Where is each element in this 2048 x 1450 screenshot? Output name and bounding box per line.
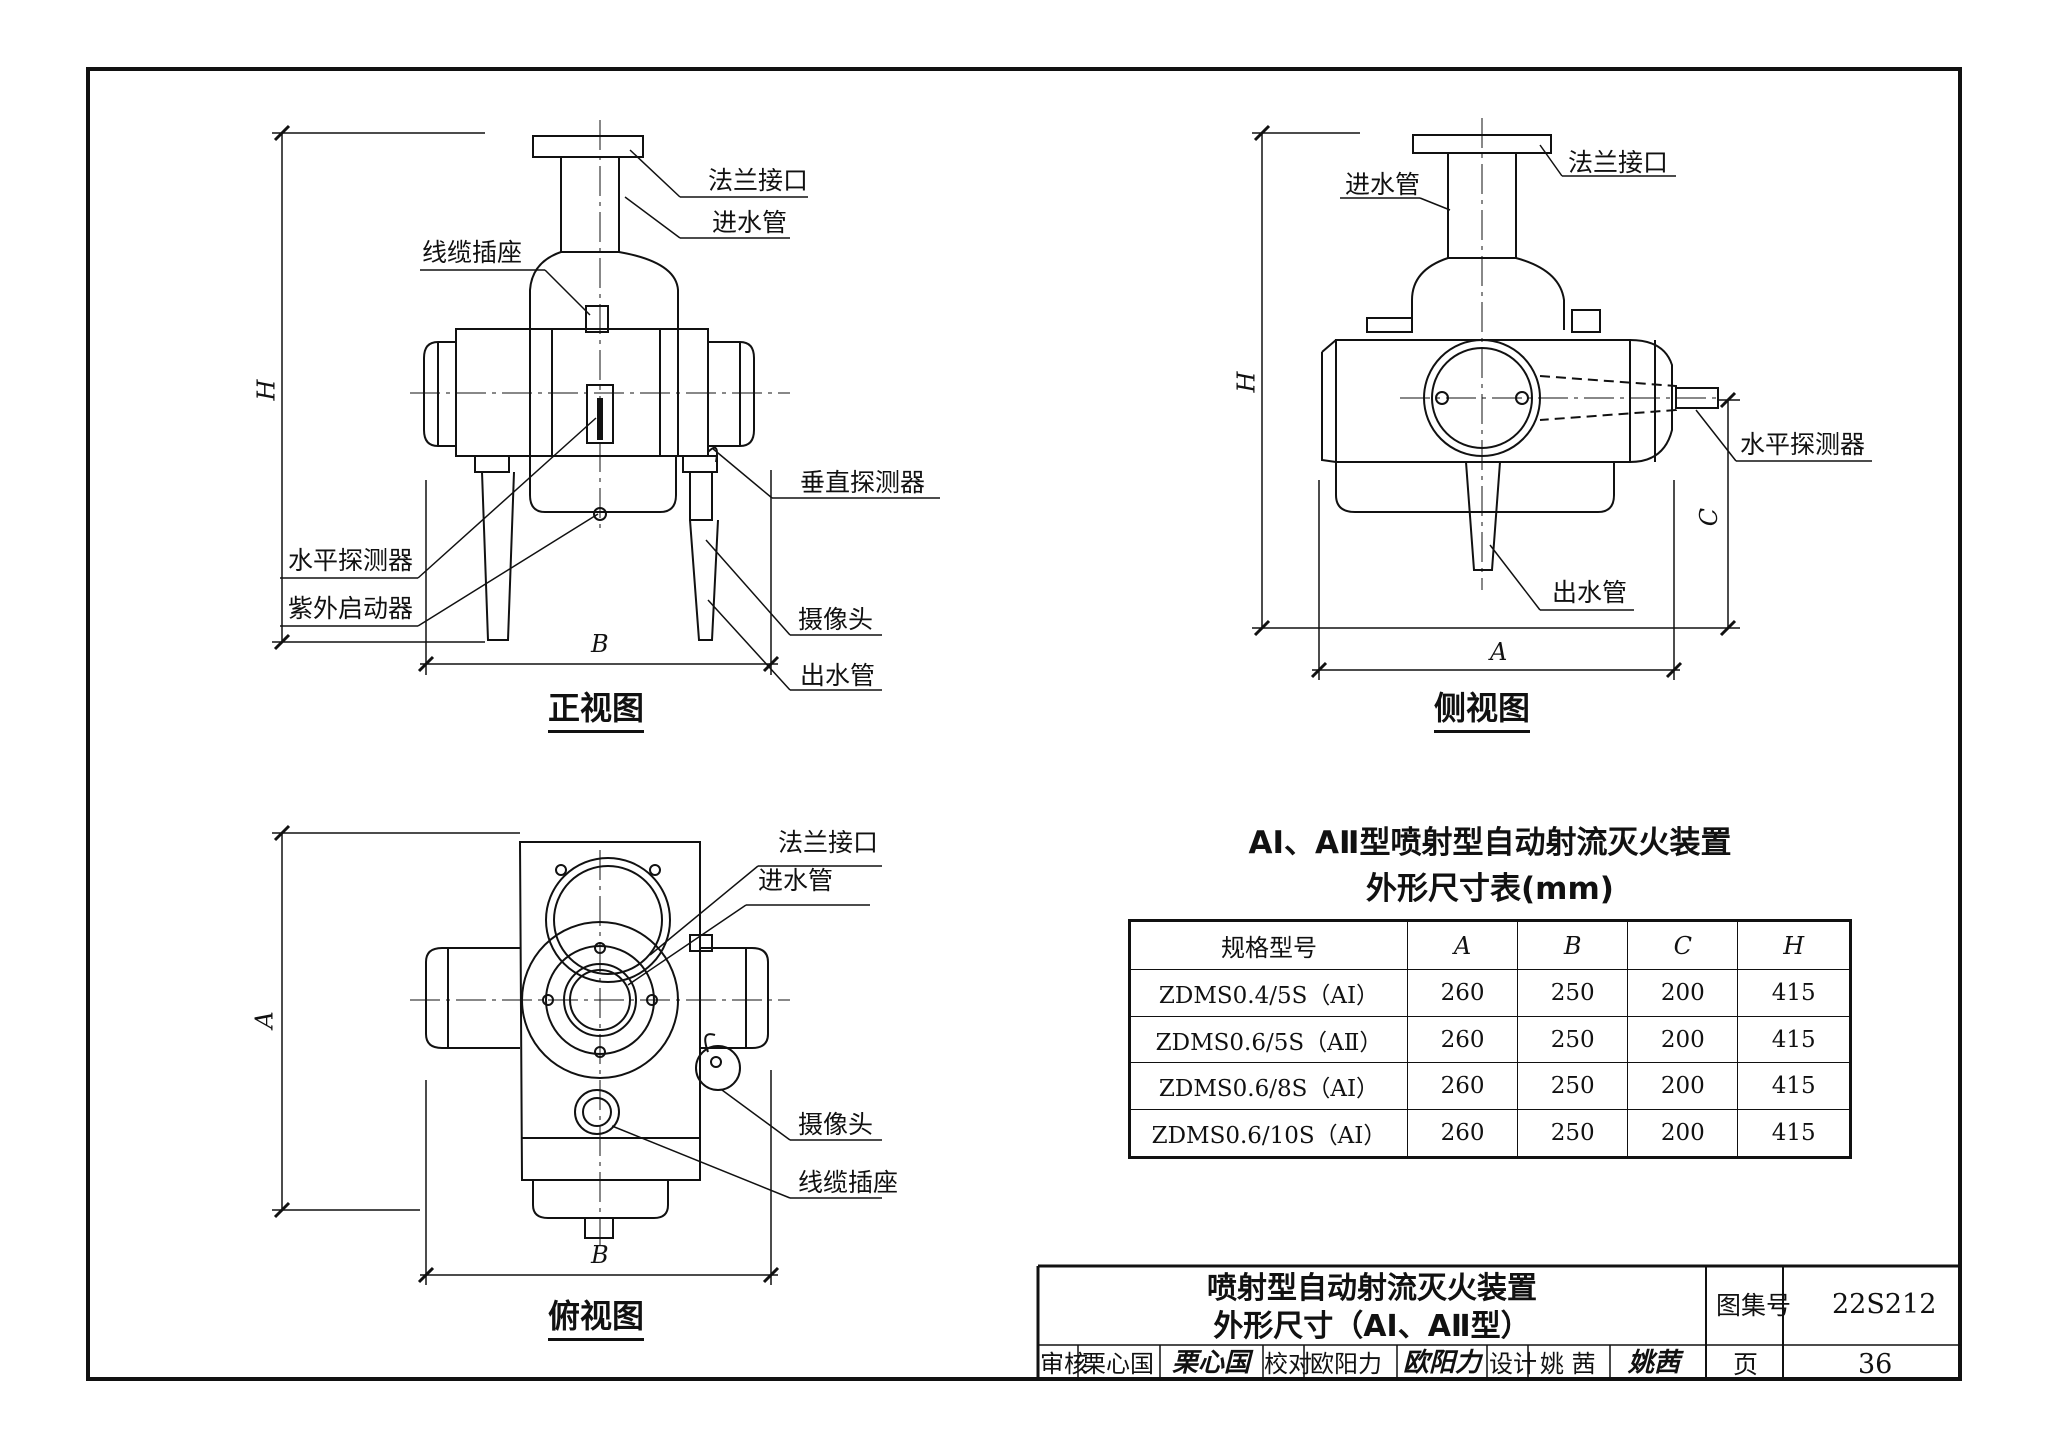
sheet-frame	[86, 67, 1962, 1381]
top-dim-b: B	[591, 1241, 609, 1269]
top-flange-label: 法兰接口	[778, 828, 879, 857]
front-view-drawing	[272, 120, 940, 691]
table-header-h: H	[1737, 919, 1851, 971]
front-uv-starter-label: 紫外启动器	[288, 594, 414, 623]
front-view-title: 正视图	[548, 692, 645, 733]
top-inlet-label: 进水管	[758, 866, 834, 895]
side-dim-a: A	[1490, 638, 1508, 666]
table-cell: 260	[1406, 1015, 1519, 1064]
front-horizontal-detector-label: 水平探测器	[288, 546, 414, 575]
top-cable-socket-label: 线缆插座	[798, 1168, 899, 1197]
atlas-number: 22S212	[1832, 1289, 1937, 1320]
table-cell: 415	[1737, 1109, 1851, 1158]
table-cell-model: ZDMS0.6/5S（AⅡ）	[1129, 1015, 1408, 1064]
table-title-line2: 外形尺寸表(mm)	[1366, 871, 1614, 907]
front-dim-h: H	[252, 379, 281, 401]
table-cell: 250	[1517, 1015, 1629, 1064]
page-number: 36	[1858, 1349, 1893, 1380]
top-view-drawing	[272, 824, 882, 1285]
reviewer-name: 栗心国	[1082, 1350, 1154, 1378]
front-cable-socket-label: 线缆插座	[422, 238, 523, 267]
top-camera-label: 摄像头	[798, 1110, 874, 1139]
table-cell: 415	[1737, 969, 1851, 1017]
table-cell: 415	[1737, 1062, 1851, 1111]
side-flange-label: 法兰接口	[1568, 148, 1669, 177]
front-dim-b: B	[591, 630, 609, 658]
table-header-row: 规格型号 A B C H	[1129, 919, 1851, 971]
table-cell: 250	[1517, 1062, 1629, 1111]
table-header-a: A	[1406, 919, 1519, 971]
design-label: 设计	[1489, 1350, 1537, 1378]
title-block-title: 喷射型自动射流灭火装置 外形尺寸（AⅠ、AⅡ型）	[1038, 1270, 1706, 1345]
table-cell: 415	[1737, 1015, 1851, 1064]
review-label: 审核	[1040, 1350, 1088, 1378]
table-cell: 200	[1627, 1109, 1739, 1158]
table-header-model: 规格型号	[1129, 919, 1408, 971]
front-flange-label: 法兰接口	[708, 166, 809, 195]
front-camera-label: 摄像头	[798, 605, 874, 634]
table-row: ZDMS0.4/5S（AⅠ） 260 250 200 415	[1129, 969, 1851, 1017]
front-vertical-detector-label: 垂直探测器	[800, 468, 926, 497]
table-row: ZDMS0.6/5S（AⅡ） 260 250 200 415	[1129, 1015, 1851, 1064]
side-view-title: 侧视图	[1434, 692, 1531, 733]
table-cell: 200	[1627, 969, 1739, 1017]
title-block-title-line1: 喷射型自动射流灭火装置	[1207, 1271, 1537, 1306]
dimension-table: 规格型号 A B C H ZDMS0.4/5S（AⅠ） 260 250 200 …	[1128, 919, 1852, 1159]
table-cell-model: ZDMS0.6/8S（AⅠ）	[1129, 1062, 1408, 1111]
table-header-b: B	[1517, 919, 1629, 971]
side-outlet-label: 出水管	[1552, 578, 1628, 607]
table-title-line1: AⅠ、AⅡ型喷射型自动射流灭火装置	[1248, 825, 1732, 861]
table-cell-model: ZDMS0.4/5S（AⅠ）	[1129, 969, 1408, 1017]
checker-name: 欧阳力	[1310, 1350, 1382, 1378]
side-dim-h: H	[1232, 371, 1261, 393]
front-inlet-label: 进水管	[712, 208, 788, 237]
checker-signature: 欧阳力	[1403, 1348, 1482, 1378]
side-horizontal-detector-label: 水平探测器	[1740, 430, 1866, 459]
atlas-label: 图集号	[1716, 1291, 1792, 1320]
designer-signature: 姚茜	[1628, 1348, 1681, 1378]
check-label: 校对	[1264, 1350, 1312, 1378]
side-dim-c: C	[1695, 507, 1724, 527]
page-label: 页	[1733, 1350, 1759, 1379]
title-block-title-line2: 外形尺寸（AⅠ、AⅡ型）	[1213, 1308, 1531, 1344]
designer-name: 姚 茜	[1540, 1350, 1596, 1378]
table-cell: 260	[1406, 1062, 1519, 1111]
table-cell: 200	[1627, 1015, 1739, 1064]
top-dim-a: A	[250, 1011, 279, 1029]
table-cell: 260	[1406, 969, 1519, 1017]
top-view-title: 俯视图	[548, 1300, 645, 1341]
table-cell: 250	[1517, 1109, 1629, 1158]
table-cell: 260	[1406, 1109, 1519, 1158]
table-cell: 250	[1517, 969, 1629, 1017]
table-header-c: C	[1627, 919, 1739, 971]
front-outlet-label: 出水管	[800, 661, 876, 690]
table-cell-model: ZDMS0.6/10S（AⅠ）	[1129, 1109, 1408, 1158]
reviewer-signature: 栗心国	[1172, 1348, 1251, 1378]
table-row: ZDMS0.6/8S（AⅠ） 260 250 200 415	[1129, 1062, 1851, 1111]
table-row: ZDMS0.6/10S（AⅠ） 260 250 200 415	[1129, 1109, 1851, 1158]
table-cell: 200	[1627, 1062, 1739, 1111]
side-view-drawing	[1252, 118, 1872, 680]
side-inlet-label: 进水管	[1345, 170, 1421, 199]
title-block-grid	[1036, 1264, 1962, 1381]
